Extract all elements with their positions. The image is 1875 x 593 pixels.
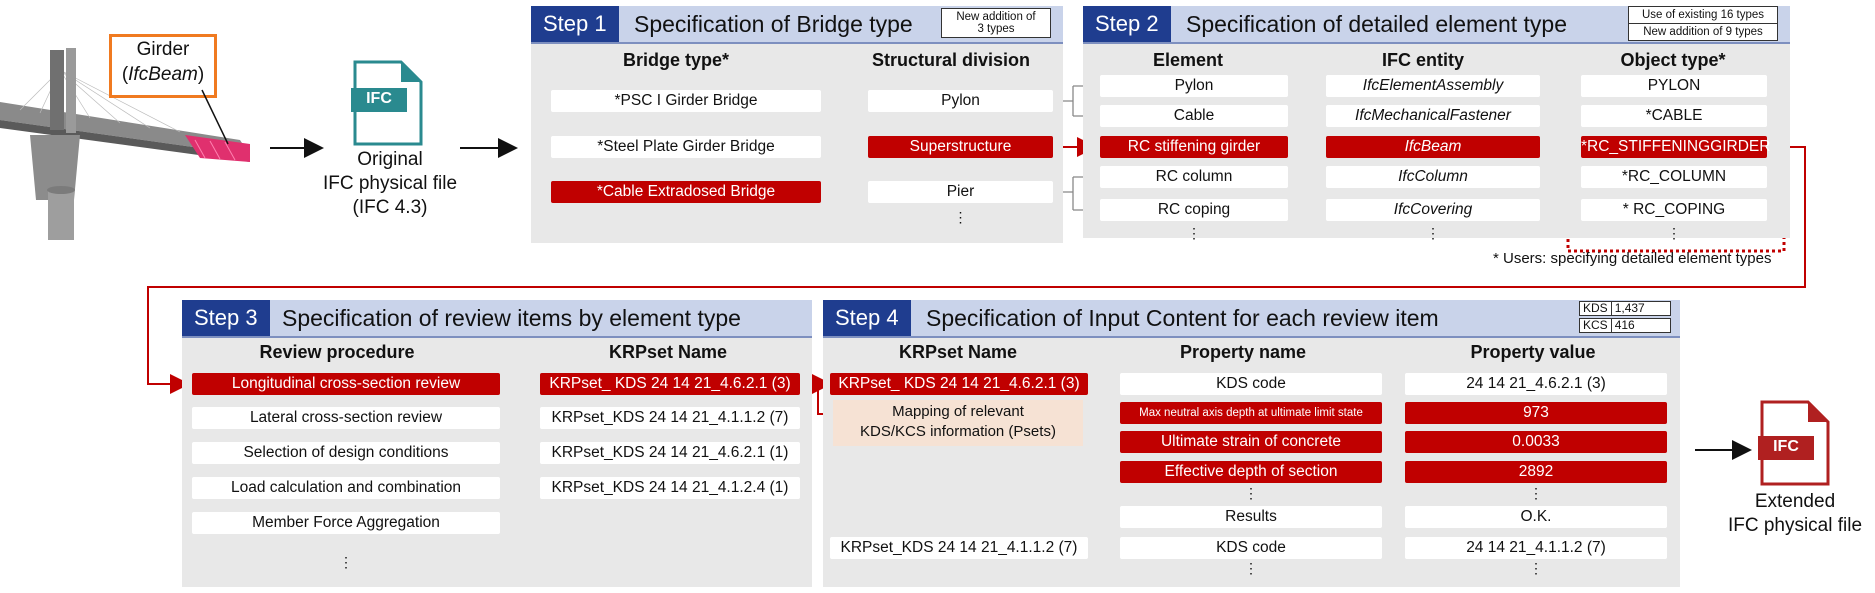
entity-ifcbeam[interactable]: IfcBeam bbox=[1326, 136, 1540, 158]
review-load-calculation[interactable]: Load calculation and combination bbox=[192, 477, 500, 499]
element-rc-column[interactable]: RC column bbox=[1100, 166, 1288, 188]
property-effective-depth[interactable]: Effective depth of section bbox=[1120, 461, 1382, 483]
step2-badge-existing: Use of existing 16 types bbox=[1628, 6, 1778, 24]
callout-pointer bbox=[201, 89, 229, 145]
step4-header: Step 4 Specification of Input Content fo… bbox=[823, 300, 1680, 338]
element-rc-coping[interactable]: RC coping bbox=[1100, 199, 1288, 221]
step3-header: Step 3 Specification of review items by … bbox=[182, 300, 812, 338]
element-ellipsis: ⋮ bbox=[1187, 225, 1201, 241]
division-pylon[interactable]: Pylon bbox=[868, 90, 1053, 112]
step4-label: Step 4 bbox=[823, 300, 911, 336]
bridge-type-steel[interactable]: *Steel Plate Girder Bridge bbox=[551, 136, 821, 158]
review-lateral[interactable]: Lateral cross-section review bbox=[192, 407, 500, 429]
entity-mechanical-fastener[interactable]: IfcMechanicalFastener bbox=[1326, 105, 1540, 127]
step1-panel: Step 1 Specification of Bridge type New … bbox=[531, 6, 1063, 243]
division-pier[interactable]: Pier bbox=[868, 181, 1053, 203]
step1-title: Specification of Bridge type bbox=[634, 11, 913, 37]
col-element: Element bbox=[1152, 50, 1224, 70]
property-ultimate-strain[interactable]: Ultimate strain of concrete bbox=[1120, 431, 1382, 453]
step4-value-ellipsis-bottom: ⋮ bbox=[1529, 560, 1543, 576]
property-ellipsis: ⋮ bbox=[1244, 485, 1258, 501]
col-bridge-type: Bridge type* bbox=[622, 50, 730, 70]
col-ifc-entity: IFC entity bbox=[1381, 50, 1464, 70]
object-type-rc-stiffeninggirder[interactable]: *RC_STIFFENINGGIRDER bbox=[1581, 136, 1770, 158]
girder-entity: (IfcBeam) bbox=[121, 64, 205, 85]
step2-title: Specification of detailed element type bbox=[1186, 11, 1568, 37]
entity-ifccovering[interactable]: IfcCovering bbox=[1326, 199, 1540, 221]
step4-prop-ellipsis-bottom: ⋮ bbox=[1244, 560, 1258, 576]
krpset-4-1-2-4-1[interactable]: KRPset_KDS 24 14 21_4.1.2.4 (1) bbox=[540, 477, 800, 499]
step2-note: * Users: specifying detailed element typ… bbox=[1493, 250, 1772, 267]
review-ellipsis: ⋮ bbox=[339, 554, 353, 570]
step2-panel: Step 2 Specification of detailed element… bbox=[1083, 6, 1790, 267]
bridge-model-image bbox=[0, 40, 260, 240]
property-max-neutral-axis[interactable]: Max neutral axis depth at ultimate limit… bbox=[1120, 402, 1382, 424]
original-file-caption: Original IFC physical file (IFC 4.3) bbox=[322, 149, 458, 218]
review-member-force[interactable]: Member Force Aggregation bbox=[192, 512, 500, 534]
value-results[interactable]: O.K. bbox=[1405, 506, 1667, 528]
step4-krpset-selected[interactable]: KRPset_ KDS 24 14 21_4.6.2.1 (3) bbox=[830, 373, 1088, 395]
extended-file-caption: Extended IFC physical file bbox=[1727, 491, 1863, 536]
krpset-4-6-2-1-1[interactable]: KRPset_KDS 24 14 21_4.6.2.1 (1) bbox=[540, 442, 800, 464]
object-type-rc-column[interactable]: *RC_COLUMN bbox=[1581, 166, 1767, 188]
step2-badge-new: New addition of 9 types bbox=[1628, 23, 1778, 41]
element-cable[interactable]: Cable bbox=[1100, 105, 1288, 127]
value-max-neutral-axis[interactable]: 973 bbox=[1405, 402, 1667, 424]
col-object-type: Object type* bbox=[1620, 50, 1726, 70]
step3-panel: Step 3 Specification of review items by … bbox=[182, 300, 812, 587]
bridge-type-extradosed[interactable]: *Cable Extradosed Bridge bbox=[551, 181, 821, 203]
object-type-pylon[interactable]: PYLON bbox=[1581, 75, 1767, 97]
step2-header: Step 2 Specification of detailed element… bbox=[1083, 6, 1790, 44]
value-effective-depth[interactable]: 2892 bbox=[1405, 461, 1667, 483]
girder-callout-box: Girder (IfcBeam) bbox=[109, 34, 217, 98]
step3-title: Specification of review items by element… bbox=[282, 305, 741, 331]
object-type-rc-coping[interactable]: * RC_COPING bbox=[1581, 199, 1767, 221]
girder-label: Girder bbox=[136, 39, 190, 60]
col-structural-division: Structural division bbox=[871, 50, 1031, 70]
object-type-ellipsis: ⋮ bbox=[1667, 225, 1681, 241]
entity-element-assembly[interactable]: IfcElementAssembly bbox=[1326, 75, 1540, 97]
bridge-type-psc[interactable]: *PSC I Girder Bridge bbox=[551, 90, 821, 112]
property-results[interactable]: Results bbox=[1120, 506, 1382, 528]
review-longitudinal[interactable]: Longitudinal cross-section review bbox=[192, 373, 500, 395]
krpset-4-1-1-2-7[interactable]: KRPset_KDS 24 14 21_4.1.1.2 (7) bbox=[540, 407, 800, 429]
review-design-conditions[interactable]: Selection of design conditions bbox=[192, 442, 500, 464]
step4-krpset-second[interactable]: KRPset_KDS 24 14 21_4.1.1.2 (7) bbox=[830, 537, 1088, 559]
col-step4-krpset: KRPset Name bbox=[898, 342, 1018, 362]
step3-label: Step 3 bbox=[182, 300, 270, 336]
object-type-cable[interactable]: *CABLE bbox=[1581, 105, 1767, 127]
step1-label: Step 1 bbox=[531, 6, 619, 42]
step4-panel: Step 4 Specification of Input Content fo… bbox=[823, 300, 1680, 587]
property-kds-code-second[interactable]: KDS code bbox=[1120, 537, 1382, 559]
property-kds-code[interactable]: KDS code bbox=[1120, 373, 1382, 395]
element-pylon[interactable]: Pylon bbox=[1100, 75, 1288, 97]
extended-ifc-file-icon: IFC bbox=[1758, 400, 1832, 486]
step2-label: Step 2 bbox=[1083, 6, 1171, 42]
krpset-4-6-2-1-3[interactable]: KRPset_ KDS 24 14 21_4.6.2.1 (3) bbox=[540, 373, 800, 395]
value-kds-code-second[interactable]: 24 14 21_4.1.1.2 (7) bbox=[1405, 537, 1667, 559]
value-ultimate-strain[interactable]: 0.0033 bbox=[1405, 431, 1667, 453]
extended-ifc-icon-label: IFC bbox=[1773, 438, 1799, 455]
value-kds-code[interactable]: 24 14 21_4.6.2.1 (3) bbox=[1405, 373, 1667, 395]
col-review-procedure: Review procedure bbox=[259, 342, 415, 362]
ifc-file-icon: IFC bbox=[351, 60, 425, 146]
col-property-value: Property value bbox=[1470, 342, 1596, 362]
element-rc-stiffening-girder[interactable]: RC stiffening girder bbox=[1100, 136, 1288, 158]
value-ellipsis: ⋮ bbox=[1529, 485, 1543, 501]
step4-title: Specification of Input Content for each … bbox=[926, 305, 1439, 331]
entity-ellipsis: ⋮ bbox=[1426, 225, 1440, 241]
ifc-icon-label: IFC bbox=[366, 90, 392, 107]
col-property-name: Property name bbox=[1179, 342, 1307, 362]
entity-ifccolumn[interactable]: IfcColumn bbox=[1326, 166, 1540, 188]
col-krpset-name: KRPset Name bbox=[608, 342, 728, 362]
step1-ellipsis: ⋮ bbox=[953, 209, 968, 225]
step1-header: Step 1 Specification of Bridge type New … bbox=[531, 6, 1063, 44]
division-superstructure[interactable]: Superstructure bbox=[868, 136, 1053, 158]
